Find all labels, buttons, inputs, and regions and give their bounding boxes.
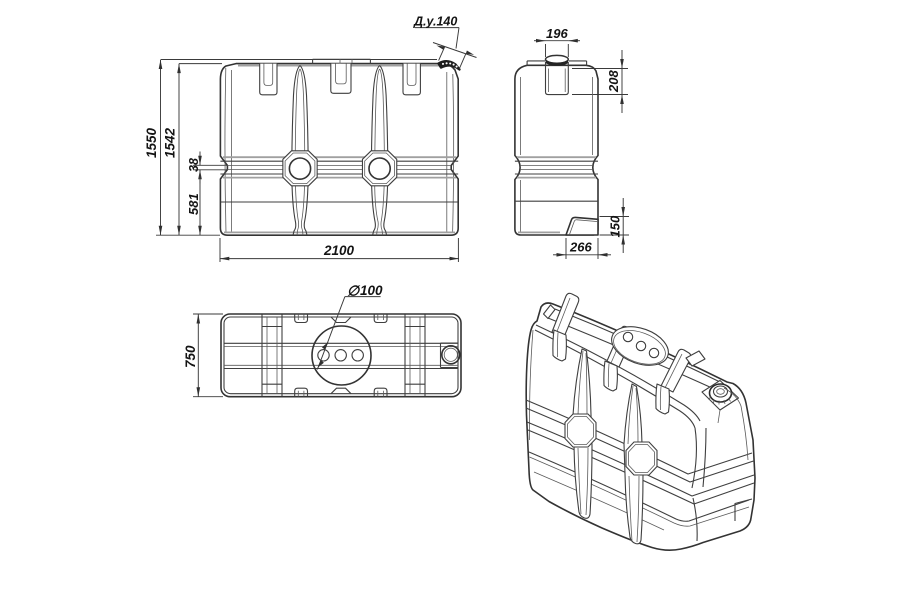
svg-text:150: 150 (608, 215, 623, 237)
svg-text:266: 266 (569, 240, 592, 255)
svg-text:38: 38 (187, 158, 201, 172)
svg-text:∅: ∅ (347, 283, 361, 299)
svg-text:208: 208 (606, 70, 621, 93)
svg-text:1542: 1542 (163, 127, 178, 158)
svg-text:750: 750 (183, 345, 198, 368)
svg-text:196: 196 (546, 26, 568, 41)
svg-text:581: 581 (186, 193, 201, 215)
svg-text:2100: 2100 (323, 243, 355, 258)
svg-text:Д.у.140: Д.у.140 (413, 15, 457, 29)
svg-text:1550: 1550 (144, 127, 159, 158)
svg-text:100: 100 (360, 283, 383, 298)
